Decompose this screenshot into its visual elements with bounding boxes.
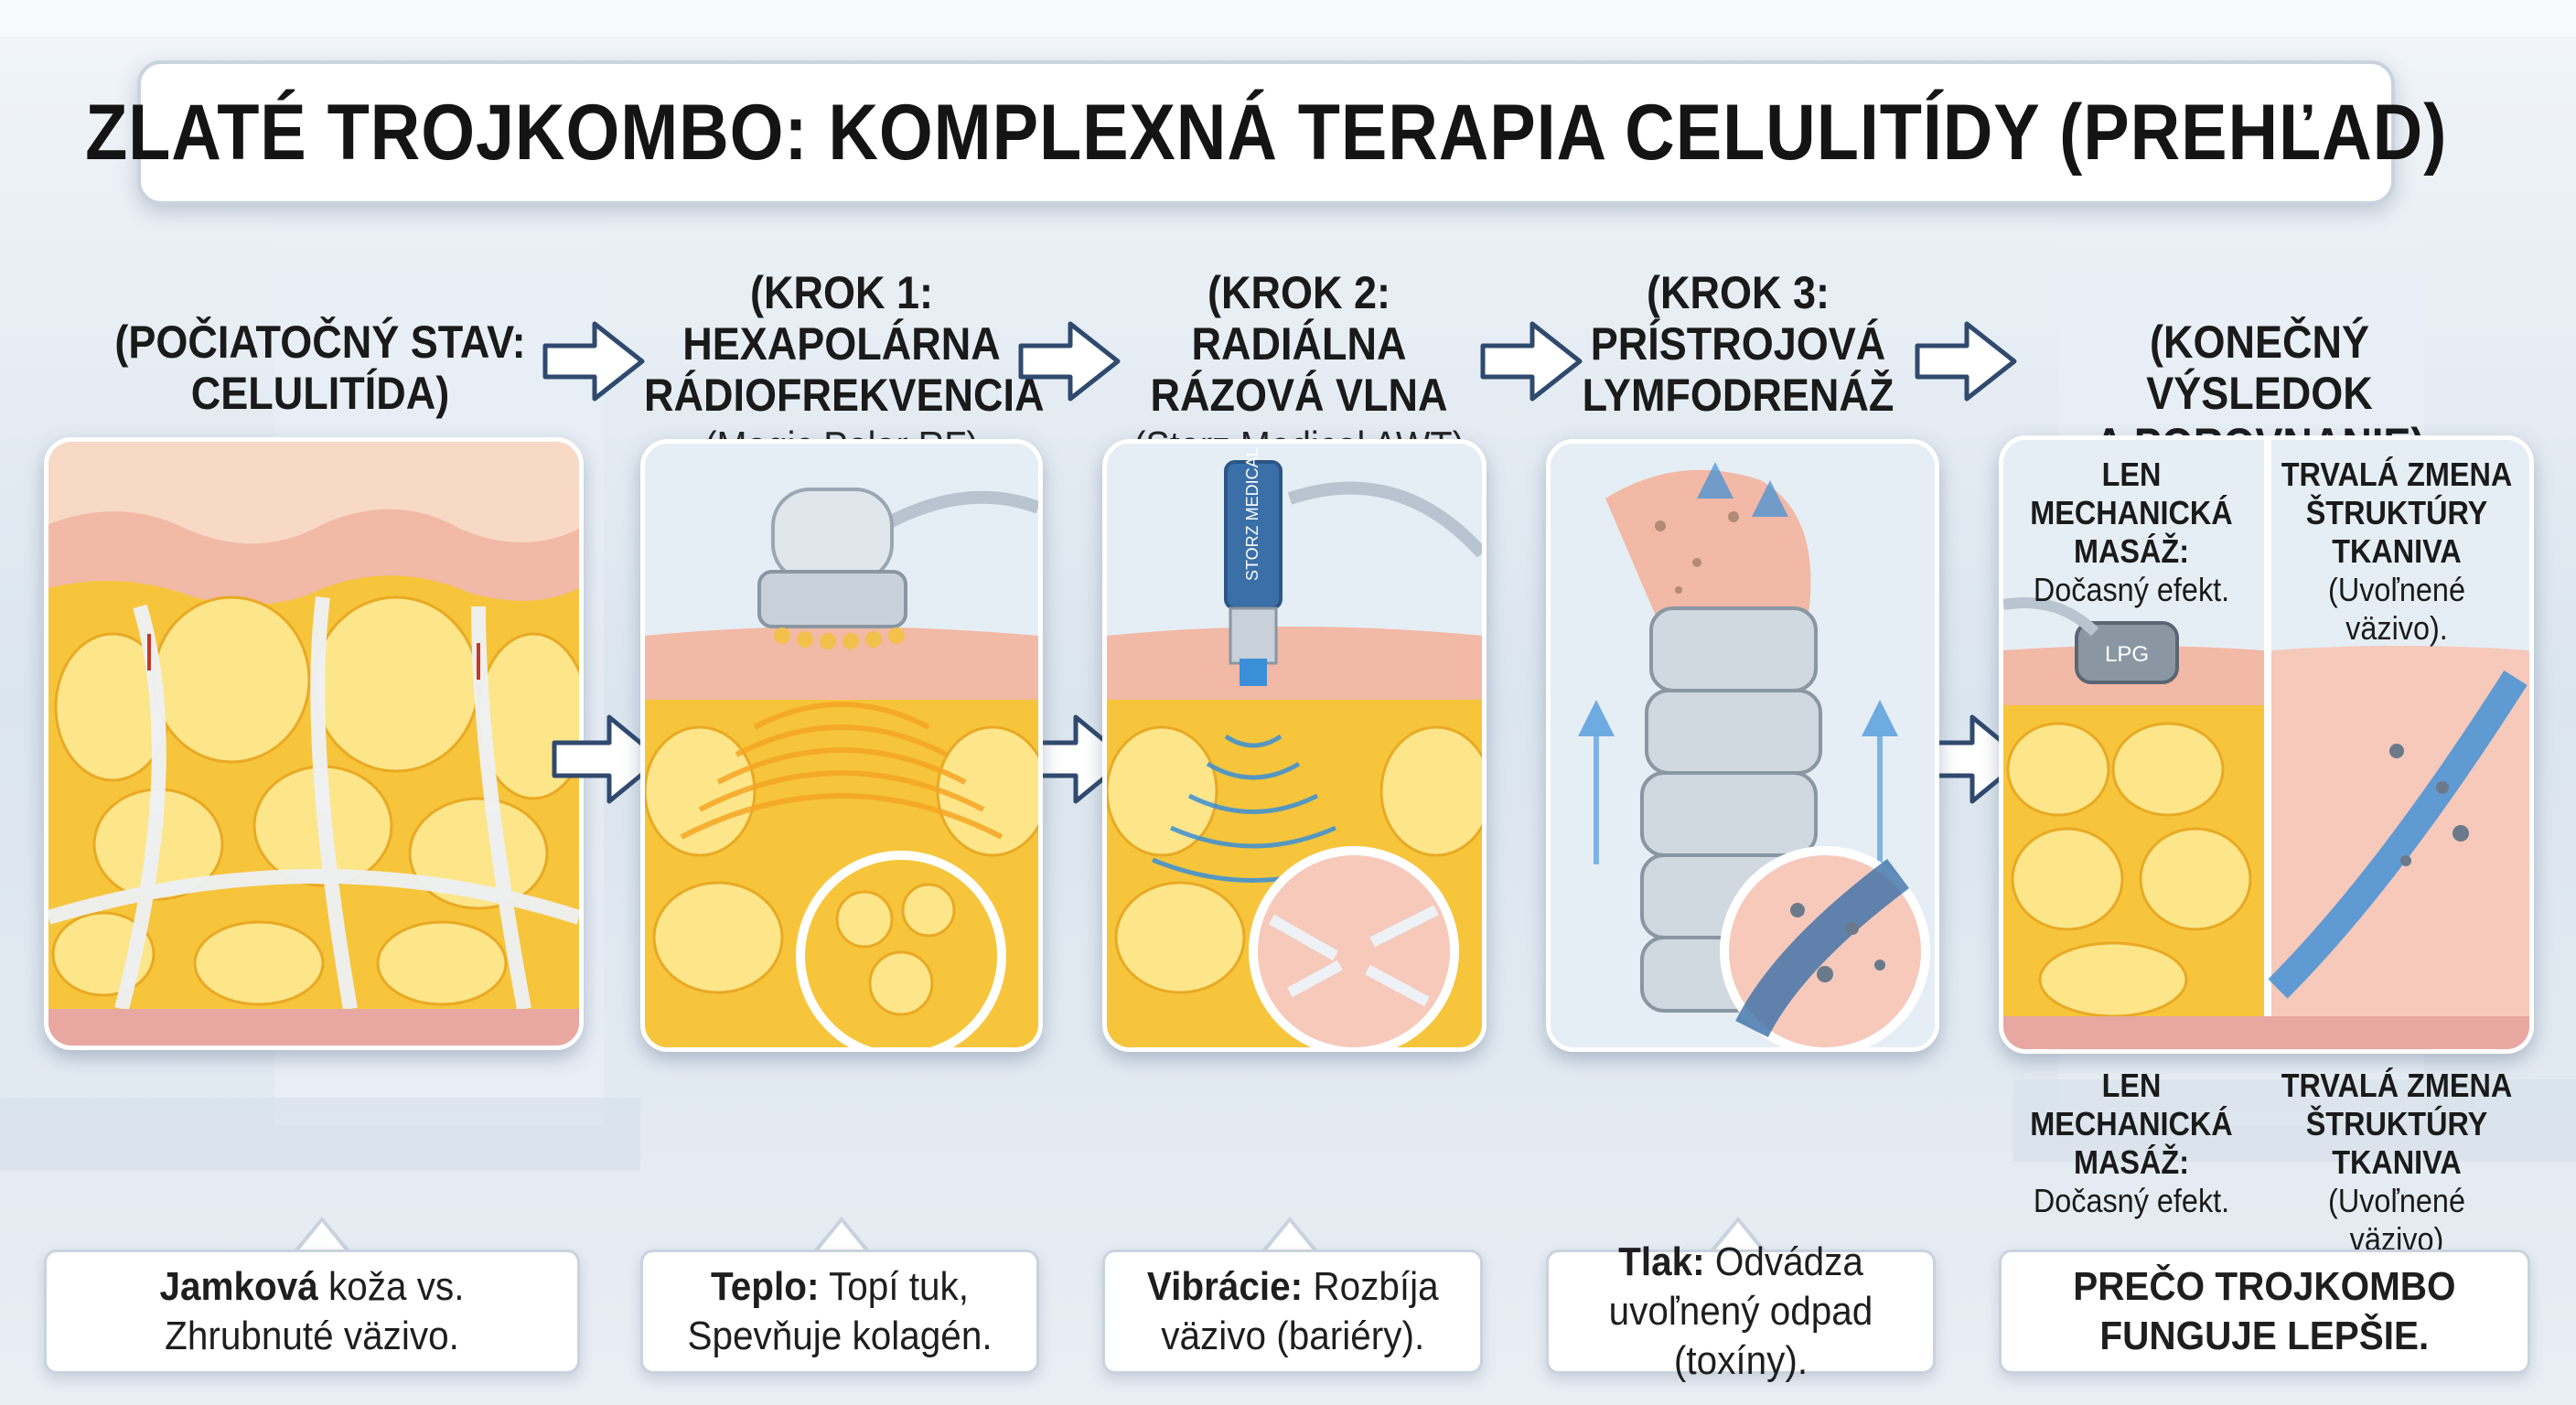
caption-line2: Zhrubnuté väzivo.	[165, 1314, 459, 1358]
heading-text: (POČIATOČNÝ STAV: CELULITÍDA)	[114, 316, 526, 419]
comparison-right-bottom: TRVALÁ ZMENA ŠTRUKTÚRY TKANIVA (Uvoľnené…	[2278, 1067, 2517, 1259]
title-banner: ZLATÉ TROJKOMBO: KOMPLEXNÁ TERAPIA CELUL…	[85, 60, 2446, 205]
panel-rf-treatment	[640, 439, 1043, 1052]
comparison-left-bottom: LEN MECHANICKÁ MASÁŽ: Dočasný efekt.	[2021, 1067, 2243, 1220]
comparison-right-title: TRVALÁ ZMENA ŠTRUKTÚRY TKANIVA	[2281, 1067, 2513, 1181]
caption-line2: Spevňuje kolagén.	[687, 1314, 993, 1358]
heading-text: (KROK 1: HEXAPOLÁRNA RÁDIOFREKVENCIA	[644, 267, 1045, 421]
caption-text: Rozbíja	[1302, 1264, 1439, 1309]
arrow-right-icon	[552, 714, 663, 804]
panel-lymphatic-drainage	[1546, 439, 1939, 1052]
caption-notch	[1266, 1222, 1314, 1251]
panel-cellulite	[44, 437, 584, 1050]
comparison-left-title: LEN MECHANICKÁ MASÁŽ:	[2030, 1067, 2233, 1181]
arrow-right-icon	[542, 321, 645, 402]
page-title: ZLATÉ TROJKOMBO: KOMPLEXNÁ TERAPIA CELUL…	[84, 88, 2448, 177]
device-badge: LPG	[2105, 642, 2149, 667]
comparison-right-title: TRVALÁ ZMENA ŠTRUKTÚRY TKANIVA	[2281, 456, 2513, 570]
comparison-right-note: (Uvoľnené väzivo)	[2328, 1182, 2465, 1258]
panel-shockwave-treatment: STORZ MEDICAL	[1102, 439, 1487, 1052]
comparison-left-note: Dočasný efekt.	[2033, 571, 2230, 608]
caption-line2: uvoľnený odpad (toxíny).	[1608, 1289, 1873, 1383]
caption-initial: Jamková koža vs. Zhrubnuté väzivo.	[44, 1249, 580, 1374]
heading-text: (KROK 3: PRÍSTROJOVÁ LYMFODRENÁŽ	[1582, 267, 1894, 421]
caption-text: Odvádza	[1704, 1239, 1863, 1284]
comparison-right-top: TRVALÁ ZMENA ŠTRUKTÚRY TKANIVA (Uvoľnené…	[2278, 456, 2517, 648]
heading-initial-state: (POČIATOČNÝ STAV: CELULITÍDA)	[106, 316, 534, 419]
comparison-left-note: Dočasný efekt.	[2033, 1182, 2230, 1219]
heading-step-3: (KROK 3: PRÍSTROJOVÁ LYMFODRENÁŽ	[1565, 267, 1911, 421]
comparison-left-top: LEN MECHANICKÁ MASÁŽ: Dočasný efekt.	[2021, 456, 2243, 609]
arrow-right-icon	[1915, 321, 2017, 402]
caption-bold: PREČO TROJKOMBO	[2073, 1264, 2456, 1309]
device-label: STORZ MEDICAL	[1243, 447, 1261, 581]
caption-text: koža vs.	[317, 1264, 465, 1309]
arrow-right-icon	[1018, 321, 1121, 402]
comparison-left-title: LEN MECHANICKÁ MASÁŽ:	[2030, 456, 2233, 570]
caption-notch	[1714, 1222, 1762, 1251]
caption-bold: Jamková	[159, 1264, 318, 1309]
caption-bold: Teplo:	[711, 1264, 820, 1309]
caption-text: Topí tuk,	[819, 1264, 969, 1309]
caption-step-2: Vibrácie: Rozbíja väzivo (bariéry).	[1102, 1249, 1483, 1374]
caption-line2: FUNGUJE LEPŠIE.	[2099, 1314, 2430, 1358]
caption-bold: Vibrácie:	[1146, 1264, 1303, 1309]
comparison-right-note: (Uvoľnené väzivo).	[2328, 571, 2465, 647]
caption-step-1: Teplo: Topí tuk, Spevňuje kolagén.	[640, 1249, 1039, 1374]
caption-line2: väzivo (bariéry).	[1161, 1314, 1424, 1358]
caption-step-3: Tlak: Odvádza uvoľnený odpad (toxíny).	[1546, 1239, 1936, 1383]
caption-notch	[298, 1222, 346, 1251]
caption-notch	[818, 1222, 865, 1251]
panel-comparison: LPG	[1999, 435, 2534, 1054]
heading-text: (KROK 2: RADIÁLNA RÁZOVÁ VLNA	[1150, 267, 1448, 421]
caption-bold: Tlak:	[1618, 1239, 1705, 1284]
arrow-right-icon	[1480, 321, 1583, 402]
caption-result: PREČO TROJKOMBO FUNGUJE LEPŠIE.	[1999, 1249, 2530, 1374]
